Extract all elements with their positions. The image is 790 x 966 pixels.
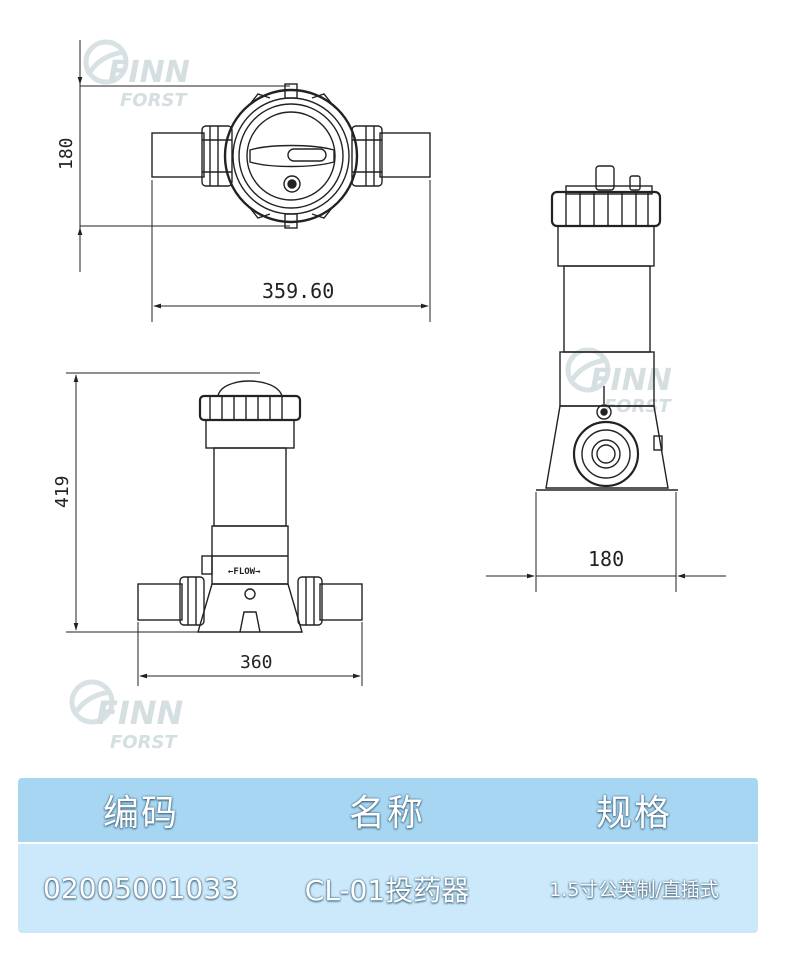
side-dimensions xyxy=(486,492,726,592)
watermark-top-left: FINN FORST xyxy=(86,42,190,111)
watermark-right: FINN FORST xyxy=(568,350,672,417)
dim-top-width: 359.60 xyxy=(262,279,334,303)
front-dimensions xyxy=(66,372,363,686)
dim-top-height: 180 xyxy=(56,137,77,170)
svg-text:FINN: FINN xyxy=(590,363,672,398)
header-code: 编码 xyxy=(102,793,179,834)
table-value-row: 02005001033 CL-01投药器 1.5寸公英制/直插式 xyxy=(18,844,758,933)
technical-drawing: FINN FORST FINN FORST FINN FORST xyxy=(52,0,726,753)
svg-text:FINN: FINN xyxy=(96,694,184,732)
spec-table: 编码 名称 规格 02005001033 CL-01投药器 1.5寸公英制/直插… xyxy=(18,778,758,933)
top-dimensions xyxy=(77,40,431,322)
svg-text:FORST: FORST xyxy=(120,90,188,111)
value-spec: 1.5寸公英制/直插式 xyxy=(549,879,719,901)
dim-front-height: 419 xyxy=(52,475,73,508)
svg-text:FINN: FINN xyxy=(108,55,190,90)
top-view xyxy=(151,83,431,229)
header-spec: 规格 xyxy=(595,793,672,834)
watermark-bottom-left: FINN FORST xyxy=(72,682,184,753)
flow-label: ←FLOW→ xyxy=(228,567,261,577)
svg-text:FORST: FORST xyxy=(110,732,178,753)
side-view xyxy=(536,165,678,491)
table-header-row: 编码 名称 规格 xyxy=(18,778,758,842)
value-code: 02005001033 xyxy=(43,872,239,905)
value-name: CL-01投药器 xyxy=(304,873,470,907)
dim-side-width: 180 xyxy=(588,547,624,571)
header-name: 名称 xyxy=(348,793,425,834)
front-view xyxy=(137,380,363,633)
dim-front-width: 360 xyxy=(240,652,273,673)
